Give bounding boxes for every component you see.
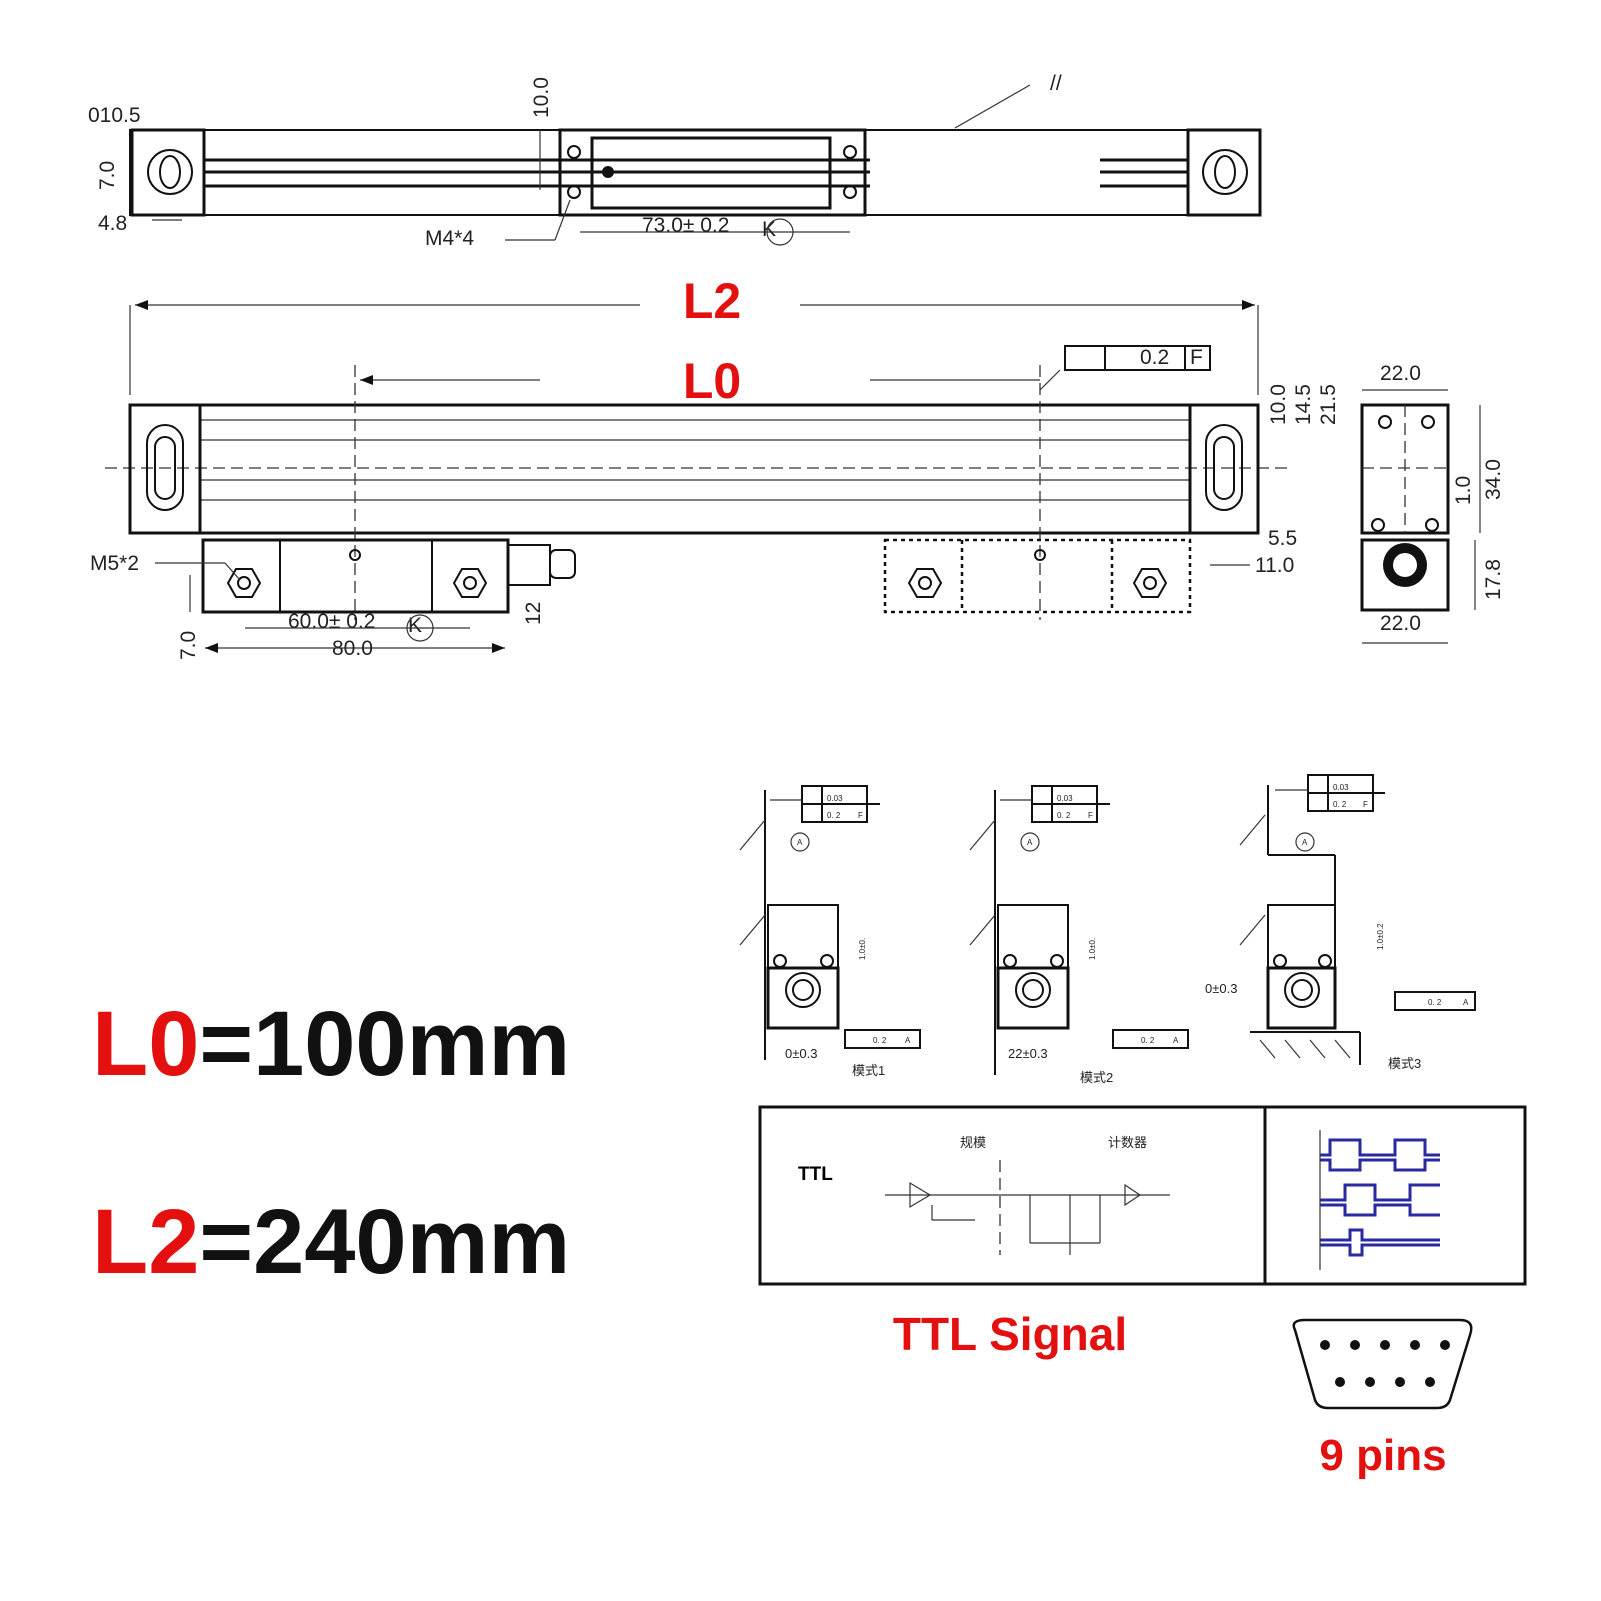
dim-10-0: 10.0 — [530, 77, 553, 118]
bottom-datum: A — [1463, 998, 1469, 1007]
l0-label: L0 — [683, 353, 741, 409]
ttl-circuit — [885, 1160, 1170, 1255]
scale-label: 规模 — [960, 1135, 986, 1150]
tolerance-value: 0.2 — [1140, 346, 1169, 369]
mount-hole-left — [147, 149, 193, 195]
connector-label: 9 pins — [1319, 1431, 1446, 1480]
flatness-value: 0.03 — [1057, 794, 1073, 803]
right-end-cap — [1186, 128, 1262, 217]
signal-diagram-box: TTL 规模 计数器 — [758, 1105, 1527, 1286]
parallel-value: 0. 2 — [1057, 811, 1071, 820]
scale-body — [128, 403, 1260, 535]
slot-right — [1205, 424, 1243, 511]
dim-5-5: 5.5 — [1268, 527, 1297, 550]
parallel-value: 0. 2 — [827, 811, 841, 820]
offset-dim: 0±0.3 — [785, 1046, 817, 1061]
l2-spec: L2=240mm — [92, 1191, 570, 1293]
hole-diameter: 010.5 — [88, 104, 141, 127]
datum-f: F — [1363, 800, 1368, 809]
reader-block — [996, 966, 1070, 1030]
tolerance-datum: F — [1190, 346, 1203, 369]
dim-21-5: 21.5 — [1317, 384, 1340, 425]
l0-spec: L0=100mm — [92, 993, 570, 1095]
db9-connector-icon — [1292, 1318, 1473, 1410]
bottom-datum: A — [1173, 1036, 1179, 1045]
dim-7-0: 7.0 — [96, 161, 119, 190]
reader-head-alt-position — [883, 538, 1192, 614]
datum-a: A — [797, 838, 803, 847]
end-cap-right — [1188, 403, 1260, 535]
reader-block — [1266, 966, 1337, 1030]
bottom-datum: A — [905, 1036, 911, 1045]
end-reader-height: 17.8 — [1482, 559, 1505, 600]
reader-block — [766, 966, 840, 1030]
dim-7-0-b: 7.0 — [177, 631, 200, 660]
mount-spacing: 60.0± 0.2 — [288, 610, 375, 633]
screw-label-m4: M4*4 — [425, 227, 474, 250]
datum-k: K — [762, 218, 776, 241]
bottom-tol: 0. 2 — [1428, 998, 1442, 1007]
mounting-mode-2: 0.03 0. 2 F A 1.0±0. 0. 2 A 22±0.3 模式2 — [969, 785, 1189, 1085]
end-height: 34.0 — [1482, 459, 1505, 500]
main-view: L2 L0 0.2 F 10.0 14.5 21.5 1.0 5.5 11.0 — [90, 273, 1475, 660]
dim-80-0: 80.0 — [332, 637, 373, 660]
top-view: 10.0 010.5 7.0 4.8 M4*4 73.0± 0.2 K // — [88, 72, 1262, 250]
mode-label: 模式2 — [1080, 1070, 1113, 1085]
gap-dim: 1.0±0. — [858, 938, 867, 960]
mounting-mode-3: 0.03 0. 2 F A 1.0±0.2 0. 2 A 0±0.3 模式3 — [1205, 774, 1476, 1071]
offset-dim: 22±0.3 — [1008, 1046, 1048, 1061]
hex-nut-left — [226, 568, 262, 598]
parallel-mark: // — [1050, 72, 1062, 95]
end-reader — [1360, 538, 1450, 612]
offset-dim: 0±0.3 — [1205, 981, 1237, 996]
end-width-top: 22.0 — [1380, 362, 1421, 385]
end-cap-left — [128, 403, 202, 535]
l2-label: L2 — [683, 273, 741, 329]
ttl-label: TTL — [798, 1164, 833, 1185]
flatness-value: 0.03 — [827, 794, 843, 803]
mount-hole-right — [1202, 149, 1248, 195]
left-end-cap — [130, 128, 206, 217]
dim-12: 12 — [522, 602, 545, 625]
reader-head — [558, 128, 867, 217]
flatness-value: 0.03 — [1333, 783, 1349, 792]
datum-k-b: K — [408, 614, 422, 637]
bottom-tol: 0. 2 — [1141, 1036, 1155, 1045]
end-view: 22.0 34.0 17.8 22.0 — [1360, 362, 1505, 644]
ttl-signal-title: TTL Signal — [893, 1308, 1127, 1360]
datum-a: A — [1027, 838, 1033, 847]
reader-spacing: 73.0± 0.2 — [642, 214, 729, 237]
datum-f: F — [858, 811, 863, 820]
mounting-mode-1: 0.03 0. 2 F A 1.0±0. 0. 2 A 0±0.3 模式1 — [739, 785, 921, 1078]
dim-4-8: 4.8 — [98, 212, 127, 235]
spec-lengths: L0=100mm L2=240mm — [92, 993, 570, 1293]
hex-nut-right — [452, 568, 488, 598]
cable-connector — [507, 544, 551, 586]
dim-10-0-b: 10.0 — [1267, 384, 1290, 425]
slot-left — [146, 424, 184, 511]
mode-label: 模式3 — [1388, 1056, 1421, 1071]
dim-1-0: 1.0 — [1452, 476, 1475, 505]
datum-f: F — [1088, 811, 1093, 820]
screw-label-m5: M5*2 — [90, 552, 139, 575]
parallel-value: 0. 2 — [1333, 800, 1347, 809]
counter-label: 计数器 — [1108, 1135, 1147, 1150]
dim-14-5: 14.5 — [1292, 384, 1315, 425]
dim-11-0: 11.0 — [1255, 554, 1294, 577]
bottom-tol: 0. 2 — [873, 1036, 887, 1045]
gap-dim: 1.0±0. — [1088, 938, 1097, 960]
gap-dim: 1.0±0.2 — [1376, 923, 1385, 950]
mode-label: 模式1 — [852, 1063, 885, 1078]
end-width-bottom: 22.0 — [1380, 612, 1421, 635]
datum-a: A — [1302, 838, 1308, 847]
quadrature-waveform — [1319, 1130, 1440, 1270]
